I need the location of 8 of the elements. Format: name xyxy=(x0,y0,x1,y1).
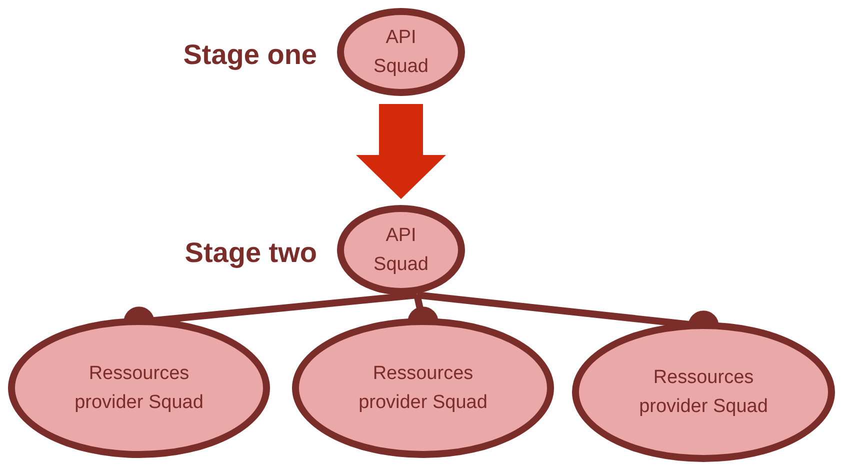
stage-label: Stage one xyxy=(183,38,317,72)
squad-name: API Squad xyxy=(372,224,430,277)
stage-label: Stage two xyxy=(184,236,317,270)
squad-name: API Squad xyxy=(372,26,430,79)
block-arrow xyxy=(356,104,446,199)
squad-name: Ressources provider Squad xyxy=(638,366,768,419)
squad-name: Ressources provider Squad xyxy=(358,362,488,415)
squad-name: Ressources provider Squad xyxy=(74,362,204,415)
